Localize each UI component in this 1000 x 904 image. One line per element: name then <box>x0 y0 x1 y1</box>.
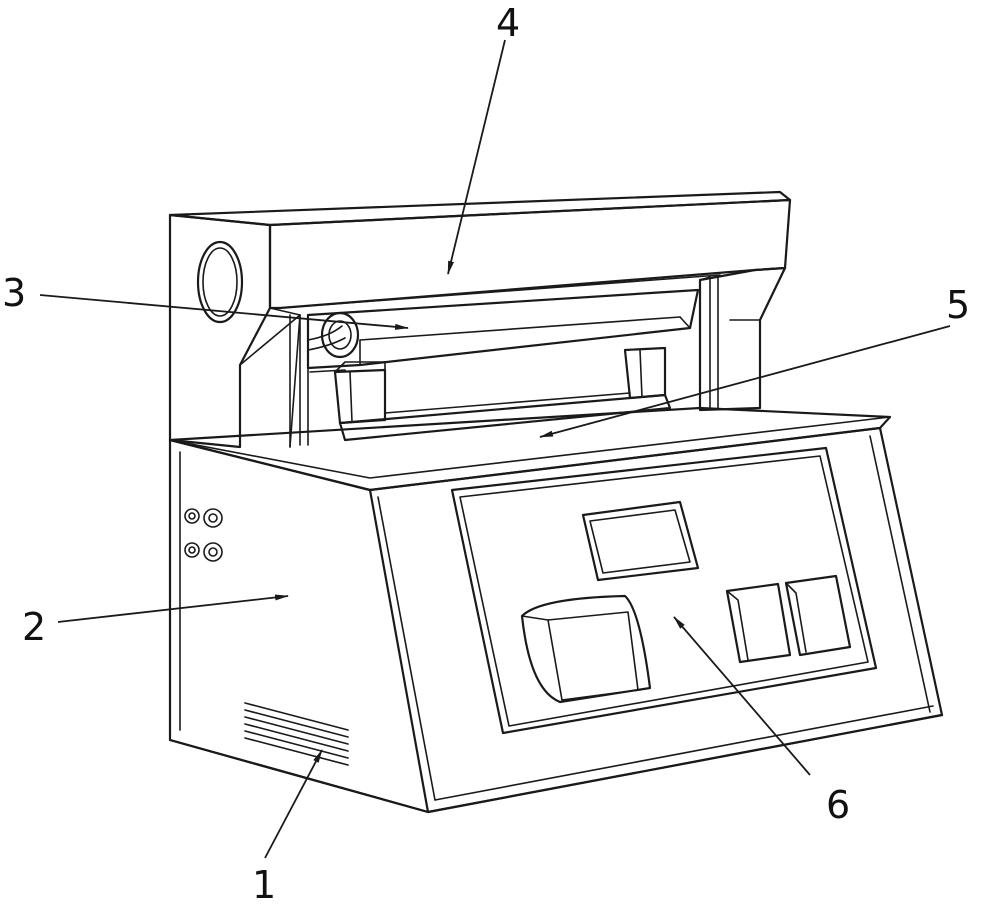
callout-label-3: 3 <box>2 271 26 315</box>
button-left <box>725 582 792 664</box>
jaw-left <box>333 368 387 425</box>
callout-6: 6 <box>673 616 850 827</box>
leader-1 <box>264 749 323 859</box>
callout-5: 5 <box>539 283 970 438</box>
printer-slot <box>520 594 652 704</box>
control-panel <box>450 446 878 735</box>
callout-label-1: 1 <box>252 863 276 904</box>
leader-5 <box>539 325 951 438</box>
handwheel <box>196 240 244 324</box>
leader-4 <box>447 39 506 275</box>
callout-label-4: 4 <box>496 1 520 45</box>
callout-label-6: 6 <box>826 783 850 827</box>
callout-2: 2 <box>22 594 289 649</box>
button-right <box>784 574 852 657</box>
callout-label-5: 5 <box>946 283 970 327</box>
leader-2 <box>57 594 289 623</box>
callout-4: 4 <box>447 1 520 275</box>
sealing-head <box>289 288 700 448</box>
callout-3: 3 <box>2 271 409 330</box>
display-window <box>581 500 700 582</box>
worktable <box>168 406 892 492</box>
leader-3 <box>39 294 409 330</box>
leader-6 <box>673 616 811 776</box>
callout-label-2: 2 <box>22 605 46 649</box>
side-connectors <box>184 508 223 562</box>
vent-slots <box>244 702 349 766</box>
callout-1: 1 <box>252 749 323 904</box>
jaw-right <box>623 346 667 400</box>
